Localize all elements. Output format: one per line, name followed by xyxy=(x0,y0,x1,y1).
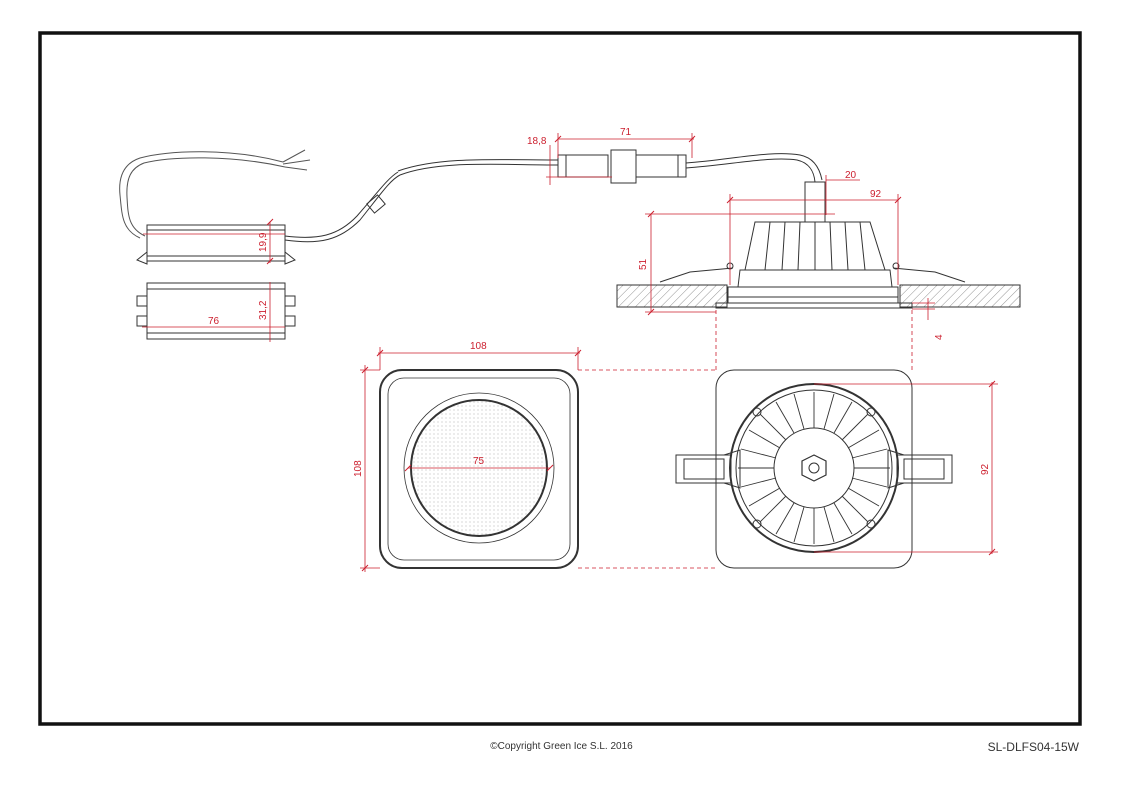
drawing-frame xyxy=(38,31,1082,726)
downlight-side-view xyxy=(616,181,1021,309)
dim-back-diameter: 92 xyxy=(980,463,991,475)
dim-driver-width: 31,2 xyxy=(258,300,269,320)
driver-side-view xyxy=(136,159,559,265)
dim-driver-length: 76 xyxy=(208,316,220,327)
dimension-ticks xyxy=(266,135,996,572)
downlight-back-view xyxy=(675,369,953,569)
dim-neck-width: 20 xyxy=(845,170,857,181)
dim-front-width: 108 xyxy=(470,341,487,352)
copyright-text: ©Copyright Green Ice S.L. 2016 xyxy=(490,741,633,752)
dim-connector-small: 18,8 xyxy=(527,136,547,147)
dim-body-width: 92 xyxy=(870,189,882,200)
dim-connector-length: 71 xyxy=(620,127,632,138)
dimension-lines xyxy=(142,133,998,572)
dim-lens-diameter: 75 xyxy=(473,456,485,467)
inline-connector xyxy=(557,149,823,184)
dim-trim-depth: 4 xyxy=(934,334,945,340)
product-code: SL-DLFS04-15W xyxy=(987,740,1079,754)
dim-driver-height: 19,9 xyxy=(258,232,269,252)
dim-front-height: 108 xyxy=(353,460,364,477)
heatsink-fins xyxy=(738,392,890,544)
dim-body-height: 51 xyxy=(638,258,649,270)
input-cable xyxy=(119,149,311,239)
driver-top-view xyxy=(136,282,296,340)
